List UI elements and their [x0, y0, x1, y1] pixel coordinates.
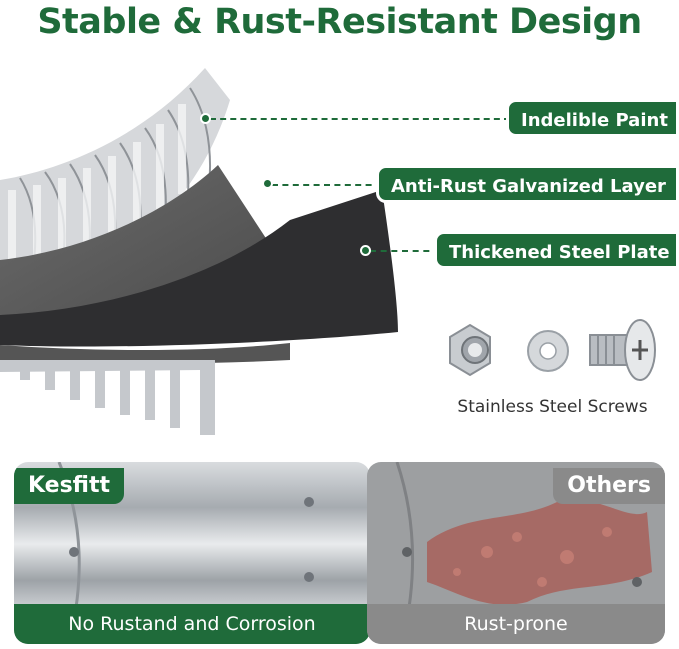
- screws-caption: Stainless Steel Screws: [457, 397, 648, 417]
- callout-steel-plate: Thickened Steel Plate: [434, 231, 679, 269]
- page-title: Stable & Rust-Resistant Design: [37, 2, 642, 42]
- callout-line-galvanized: [272, 184, 382, 186]
- kesfitt-caption: No Rustand and Corrosion: [14, 604, 370, 644]
- green-dot-marker: [262, 178, 273, 189]
- callout-indelible-paint: Indelible Paint: [506, 99, 679, 137]
- hex-nut-icon: [449, 323, 491, 377]
- callout-line-paint: [210, 118, 510, 120]
- others-panel: Others Rust-prone: [367, 462, 665, 644]
- others-tag: Others: [553, 468, 665, 504]
- kesfitt-tag: Kesfitt: [14, 468, 125, 504]
- callout-line-steel: [370, 250, 440, 252]
- washer-icon: [527, 330, 569, 372]
- screws-illustration: [449, 319, 656, 381]
- bottom-rib-layer: [0, 360, 215, 435]
- green-dot-marker: [200, 113, 211, 124]
- others-caption: Rust-prone: [367, 604, 665, 644]
- callout-galvanized-layer: Anti-Rust Galvanized Layer: [376, 165, 679, 203]
- material-layers-illustration: [0, 68, 398, 435]
- phillips-bolt-icon: [589, 319, 656, 381]
- green-dot-marker: [360, 245, 371, 256]
- steel-plate-layer: [0, 190, 398, 347]
- kesfitt-panel: Kesfitt No Rustand and Corrosion: [14, 462, 370, 644]
